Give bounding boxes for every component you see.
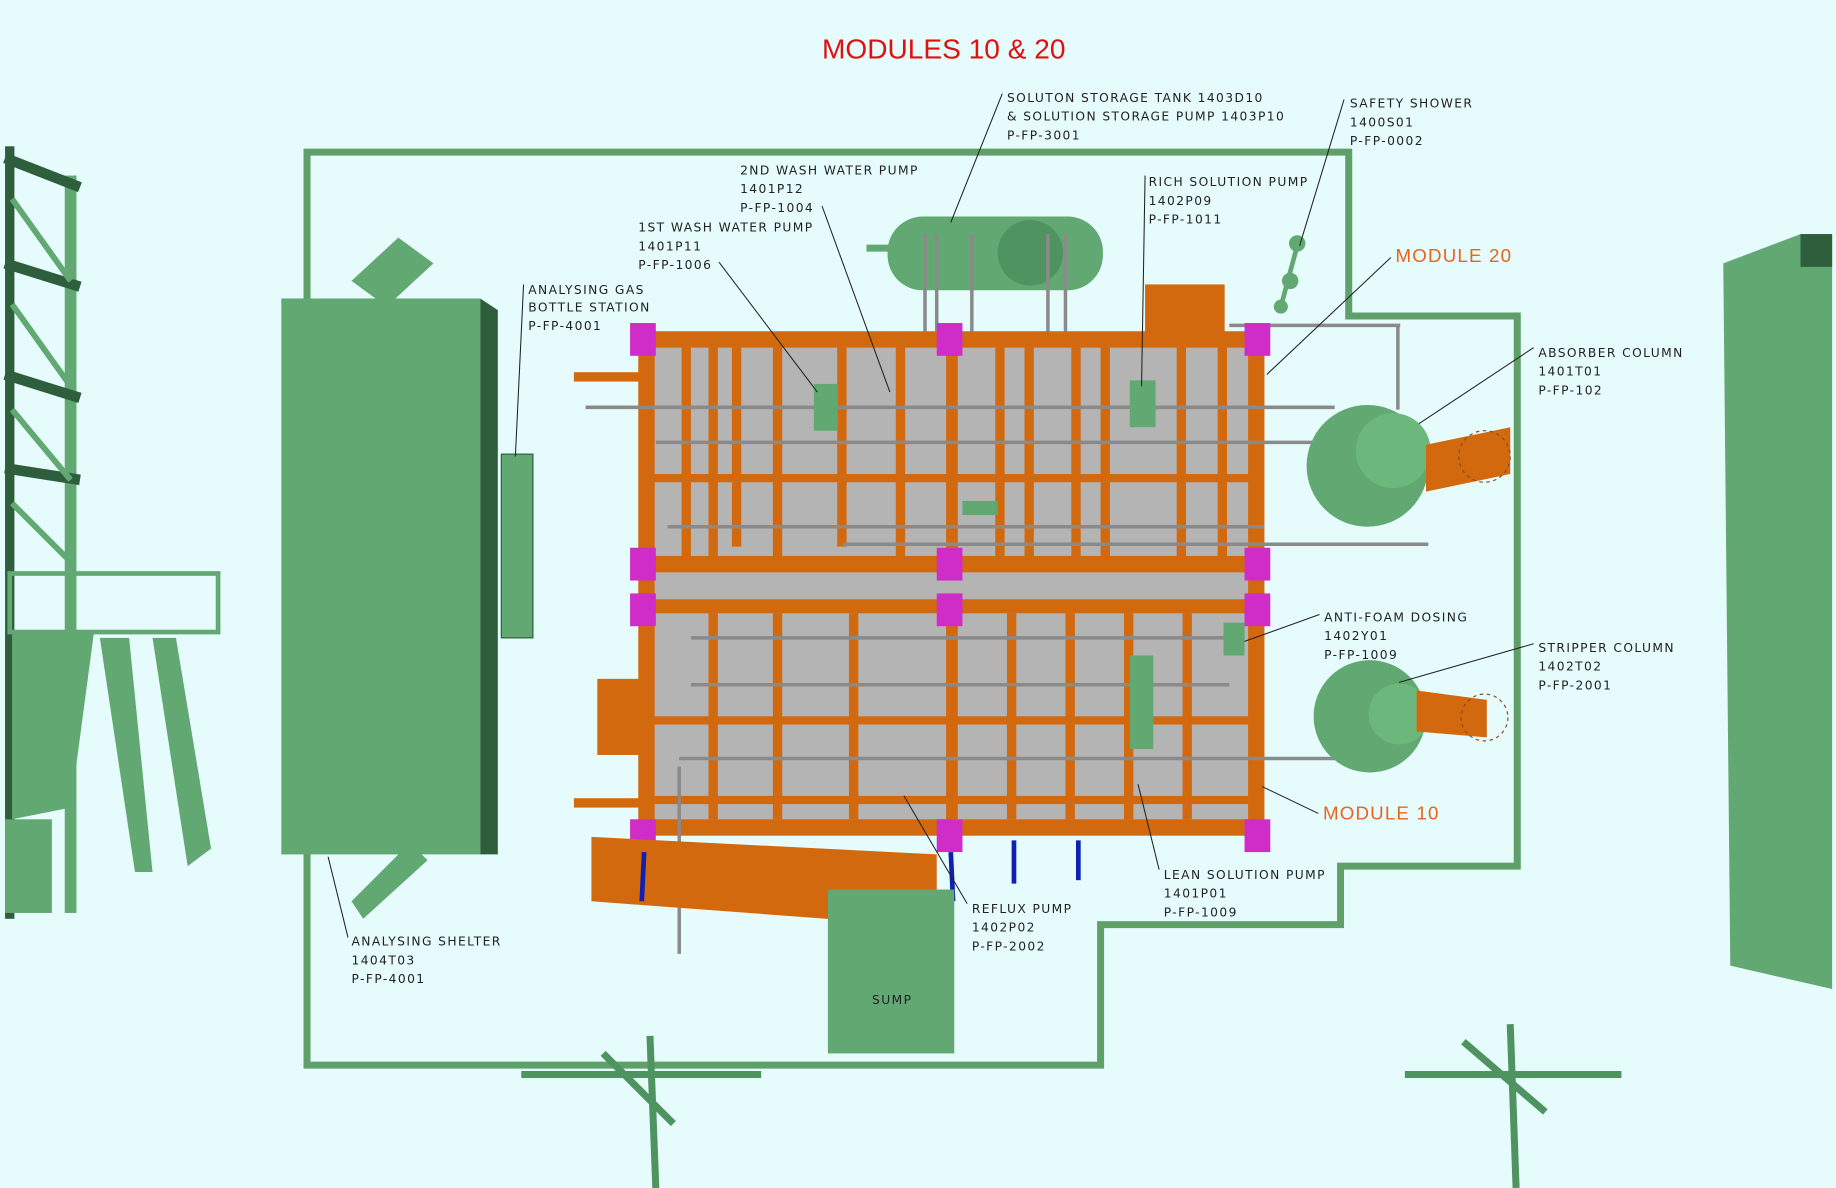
svg-text:SOLUTON STORAGE TANK 1403D10: SOLUTON STORAGE TANK 1403D10 — [1007, 91, 1264, 105]
svg-text:P-FP-4001: P-FP-4001 — [352, 972, 426, 986]
svg-text:P-FP-3001: P-FP-3001 — [1007, 128, 1081, 142]
svg-text:STRIPPER COLUMN: STRIPPER COLUMN — [1538, 641, 1675, 655]
bottom-pylons — [521, 1024, 1622, 1188]
svg-text:P-FP-1006: P-FP-1006 — [638, 258, 712, 272]
svg-text:1402P09: 1402P09 — [1149, 194, 1213, 208]
svg-text:P-FP-1009: P-FP-1009 — [1164, 905, 1238, 919]
svg-text:P-FP-2001: P-FP-2001 — [1538, 678, 1612, 692]
svg-text:1402P02: 1402P02 — [972, 921, 1036, 935]
module-10-label: MODULE 10 — [1323, 802, 1440, 823]
svg-text:P-FP-0002: P-FP-0002 — [1350, 134, 1424, 148]
leader-lines — [327, 93, 1534, 938]
absorber-column — [1306, 404, 1511, 527]
svg-text:1401P11: 1401P11 — [638, 239, 702, 253]
svg-text:P-FP-1011: P-FP-1011 — [1149, 213, 1223, 227]
svg-text:1401T01: 1401T01 — [1538, 365, 1602, 379]
svg-text:P-FP-102: P-FP-102 — [1538, 383, 1603, 397]
svg-text:& SOLUTION STORAGE PUMP 1403P1: & SOLUTION STORAGE PUMP 1403P10 — [1007, 110, 1285, 124]
right-building-wall — [1723, 234, 1833, 990]
label-storage-tank: SOLUTON STORAGE TANK 1403D10 & SOLUTION S… — [1007, 91, 1285, 142]
svg-text:2ND WASH WATER PUMP: 2ND WASH WATER PUMP — [740, 163, 919, 177]
svg-text:1401P01: 1401P01 — [1164, 887, 1228, 901]
svg-text:BOTTLE STATION: BOTTLE STATION — [528, 300, 650, 314]
svg-text:P-FP-1004: P-FP-1004 — [740, 201, 814, 215]
svg-text:LEAN SOLUTION PUMP: LEAN SOLUTION PUMP — [1164, 868, 1326, 882]
solution-storage-tank — [866, 216, 1103, 291]
module-20-label: MODULE 20 — [1396, 245, 1513, 266]
svg-text:P-FP-1009: P-FP-1009 — [1324, 648, 1398, 662]
label-analysing-gas-bottle-station: ANALYSING GAS BOTTLE STATION P-FP-4001 — [528, 283, 650, 333]
sump-label: SUMP — [872, 993, 912, 1007]
svg-text:ANTI-FOAM DOSING: ANTI-FOAM DOSING — [1324, 611, 1468, 625]
svg-text:1401P12: 1401P12 — [740, 182, 804, 196]
svg-text:ANALYSING GAS: ANALYSING GAS — [528, 283, 645, 297]
svg-text:RICH SOLUTION PUMP: RICH SOLUTION PUMP — [1149, 175, 1309, 189]
svg-text:1400S01: 1400S01 — [1350, 115, 1414, 129]
sump — [827, 889, 955, 1054]
svg-text:1404T03: 1404T03 — [352, 953, 416, 967]
svg-text:P-FP-4001: P-FP-4001 — [528, 319, 602, 333]
left-tower-structure — [3, 146, 221, 919]
gas-bottle-station — [500, 453, 534, 639]
analysing-shelter — [281, 237, 498, 919]
svg-text:SAFETY SHOWER: SAFETY SHOWER — [1350, 97, 1473, 111]
module-frame — [573, 323, 1429, 954]
svg-text:ABSORBER COLUMN: ABSORBER COLUMN — [1538, 346, 1683, 360]
stripper-column — [1313, 660, 1509, 773]
diagram-title: MODULES 10 & 20 — [822, 34, 1065, 65]
svg-text:ANALYSING SHELTER: ANALYSING SHELTER — [352, 935, 502, 949]
plot-boundary — [303, 148, 1521, 1069]
equipment-skid — [1145, 284, 1225, 338]
svg-text:P-FP-2002: P-FP-2002 — [972, 939, 1046, 953]
svg-text:REFLUX PUMP: REFLUX PUMP — [972, 902, 1073, 916]
svg-text:1402Y01: 1402Y01 — [1324, 629, 1388, 643]
svg-text:1ST WASH WATER PUMP: 1ST WASH WATER PUMP — [638, 221, 813, 235]
svg-text:1402T02: 1402T02 — [1538, 660, 1602, 674]
